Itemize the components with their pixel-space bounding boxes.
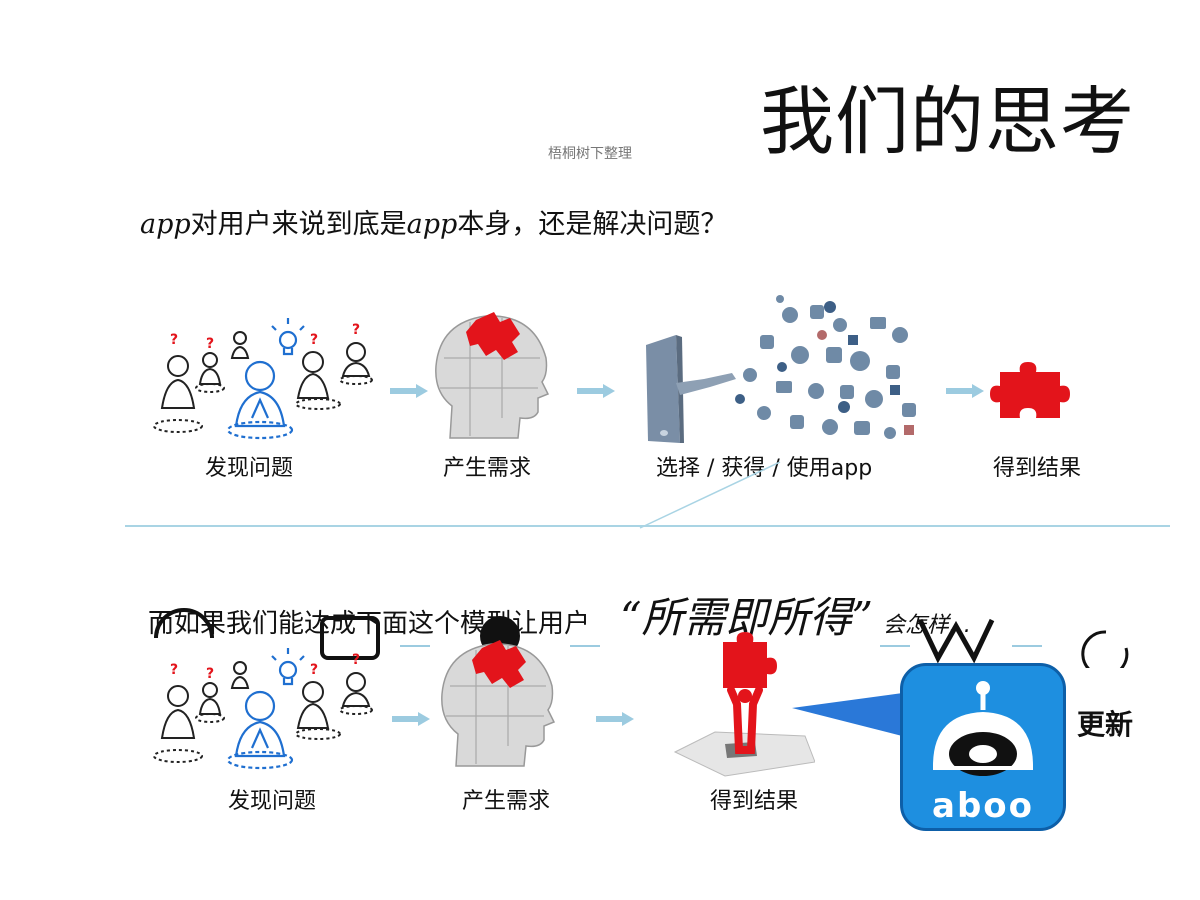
top-step-1-label: 发现问题: [205, 456, 294, 481]
people-problem-illustration: ????: [153, 318, 373, 440]
svg-text:?: ?: [170, 332, 178, 348]
robot-logo-icon: [933, 681, 1033, 776]
section-divider: [125, 525, 1170, 527]
watermark: 梧桐树下整理: [548, 146, 632, 162]
bottom-step-2-label: 产生需求: [462, 789, 551, 814]
flow-arrow: [596, 712, 634, 726]
slide-title: 我们的思考: [760, 79, 1135, 165]
svg-text:?: ?: [206, 666, 214, 682]
bottom-step-1-label: 发现问题: [228, 789, 317, 814]
top-step-4-label: 得到结果: [993, 456, 1082, 481]
question-app-2: app: [406, 209, 458, 240]
model-statement: 而如果我们能达成下面这个模型让用户“所需即所得”会怎样…: [148, 584, 971, 645]
svg-text:?: ?: [310, 662, 318, 678]
top-step-2-label: 产生需求: [443, 456, 532, 481]
flow-arrow: [577, 384, 615, 398]
question-end: 本身，还是解决问题？: [457, 209, 728, 240]
question-app-1: app: [140, 209, 191, 240]
puzzle-person-illustration: [673, 632, 815, 777]
callout-wedge: [792, 692, 910, 738]
svg-text:?: ?: [206, 336, 214, 352]
app-cloud-illustration: [646, 295, 916, 443]
app-logo-text: aboo: [932, 786, 1034, 826]
head-puzzle-illustration-2: [441, 640, 556, 767]
flow-arrow: [946, 384, 984, 398]
question-text: app对用户来说到底是app本身，还是解决问题？: [140, 202, 727, 241]
faded-icon-row: [154, 608, 1129, 668]
bottom-step-3-label: 得到结果: [710, 789, 799, 814]
svg-text:?: ?: [170, 662, 178, 678]
aboo-app-icon[interactable]: aboo: [900, 663, 1066, 831]
pointer-line: [639, 461, 781, 529]
top-step-3-label: 选择 / 获得 / 使用app: [656, 456, 873, 481]
flow-arrow: [390, 384, 428, 398]
question-mid: 对用户来说到底是: [190, 209, 407, 240]
update-label: 更新: [1077, 708, 1134, 741]
people-problem-illustration-2: ????: [153, 648, 373, 770]
head-puzzle-illustration: [435, 312, 550, 439]
svg-text:?: ?: [352, 652, 360, 668]
flow-arrow: [392, 712, 430, 726]
puzzle-piece-icon: [990, 362, 1070, 418]
svg-text:?: ?: [310, 332, 318, 348]
svg-text:?: ?: [352, 322, 360, 338]
